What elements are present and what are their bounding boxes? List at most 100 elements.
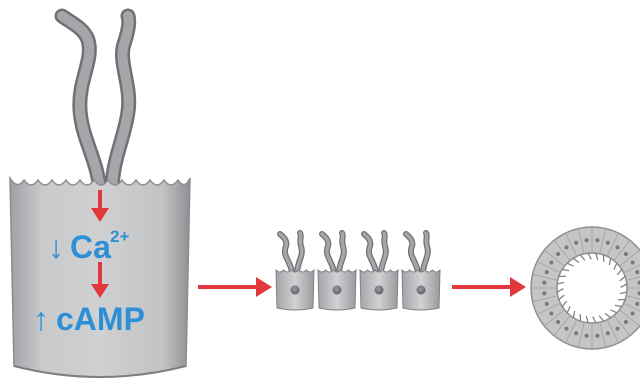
big-cell-base-rim <box>13 365 187 378</box>
nucleus-icon <box>416 285 426 295</box>
cyst-cell-border <box>536 261 561 274</box>
cyst-cilium <box>558 294 565 301</box>
cyst-cilium <box>579 254 586 261</box>
cyst-cilium <box>561 300 567 308</box>
cilium-icon <box>362 232 378 274</box>
down-arrow-icon <box>91 190 109 222</box>
cyst-nucleus <box>605 240 610 245</box>
cyst-cilium <box>610 309 618 314</box>
cyst-nucleus <box>630 311 635 316</box>
cyst-nucleus <box>564 326 569 331</box>
right-arrow-icon <box>198 277 272 297</box>
cyst-cilium <box>566 262 574 267</box>
cyst-cell-border <box>606 319 619 344</box>
cyst-nucleus <box>637 291 640 296</box>
cell-icon <box>401 230 441 311</box>
cyst-nucleus <box>623 319 628 324</box>
cyst-cilium <box>566 306 571 314</box>
cyst-nucleus <box>556 252 561 257</box>
cyst-cell-border <box>619 309 640 327</box>
cyst-cilium <box>613 262 618 270</box>
cyst-cilium <box>614 304 623 308</box>
cilium-icon <box>295 231 304 274</box>
cyst-cilium <box>619 275 626 282</box>
cyst-cilium <box>592 316 597 324</box>
big-cell: ↓ Ca 2+ ↑ cAMP <box>9 175 191 378</box>
cilium-icon <box>107 11 134 197</box>
nucleus-icon <box>332 285 342 295</box>
cyst-nucleus <box>584 238 589 243</box>
cyst-nucleus <box>635 270 640 275</box>
cyst-cilium <box>561 268 570 272</box>
calcium-down-arrow: ↓ <box>48 229 64 265</box>
cilium-icon <box>278 232 294 274</box>
cell-icon <box>359 230 399 311</box>
cyst-cilium <box>595 252 599 261</box>
big-cilia <box>54 8 137 200</box>
cyst-cilium <box>598 315 605 322</box>
cilium-icon <box>337 231 346 274</box>
cyst-cells <box>531 227 640 349</box>
cyst-cilium <box>556 281 565 285</box>
cyst-cilium <box>572 257 580 263</box>
cyst-nucleus <box>549 260 554 265</box>
cyst-nucleus <box>574 240 579 245</box>
cyst-cell-border <box>613 240 631 261</box>
cyst-nucleus <box>544 301 549 306</box>
cyst-cilium <box>587 252 592 260</box>
cilium-icon <box>404 232 420 274</box>
cyst-cell-border <box>532 295 558 302</box>
cyst-nucleus <box>635 301 640 306</box>
cyst-cell-border <box>553 315 571 336</box>
cyst-nucleus <box>623 252 628 257</box>
cilium-icon <box>57 11 105 197</box>
cyst-cell-border <box>578 322 585 348</box>
cyst-cell-border <box>626 295 640 300</box>
camp-label: cAMP <box>56 301 145 337</box>
cell-icon <box>275 230 315 311</box>
cyst-cell-border <box>599 228 606 254</box>
cyst-nucleus <box>615 326 620 331</box>
cyst-nucleus <box>630 260 635 265</box>
cilium-icon <box>421 231 430 274</box>
cyst-cell-border <box>623 302 640 312</box>
cyst-cilium <box>617 268 623 276</box>
cyst-nucleus <box>564 245 569 250</box>
cyst-nucleus <box>595 238 600 243</box>
cyst-cilium <box>619 291 628 295</box>
cyst-cilium <box>608 257 612 266</box>
nucleus-icon <box>374 285 384 295</box>
cyst-cell-border <box>536 302 561 315</box>
cyst-nucleus <box>595 333 600 338</box>
cyst-nucleus <box>584 333 589 338</box>
cilium-icon <box>379 231 388 274</box>
cyst-nucleus <box>605 331 610 336</box>
cyst-cell-border <box>619 249 640 267</box>
cyst-nucleus <box>556 319 561 324</box>
cyst-cell-border <box>544 309 565 327</box>
cyst-cilium <box>556 288 564 293</box>
cyst-cell-border <box>544 249 565 267</box>
cyst-cell-border <box>553 240 571 261</box>
cyst-nucleus <box>542 291 547 296</box>
cyst-nucleus <box>544 270 549 275</box>
nucleus-icon <box>290 285 300 295</box>
cyst-nucleus <box>542 280 547 285</box>
cilium-icon <box>320 232 336 274</box>
cyst-cell-border <box>565 232 578 257</box>
cyst-cell-border <box>613 315 631 336</box>
calcium-label: Ca <box>70 229 111 265</box>
cyst-cell-border <box>565 319 578 344</box>
cyst-cilium <box>620 283 628 288</box>
cell-icon <box>317 230 357 311</box>
cyst-cell-border <box>599 322 606 348</box>
cyst-cell-border <box>623 264 640 274</box>
cyst-cilium <box>585 315 589 324</box>
cyst-cilium <box>572 310 576 319</box>
cyst-cell-border <box>578 228 585 254</box>
cyst-cilium <box>604 313 612 319</box>
cyst-nucleus <box>615 245 620 250</box>
cyst-nucleus <box>549 311 554 316</box>
